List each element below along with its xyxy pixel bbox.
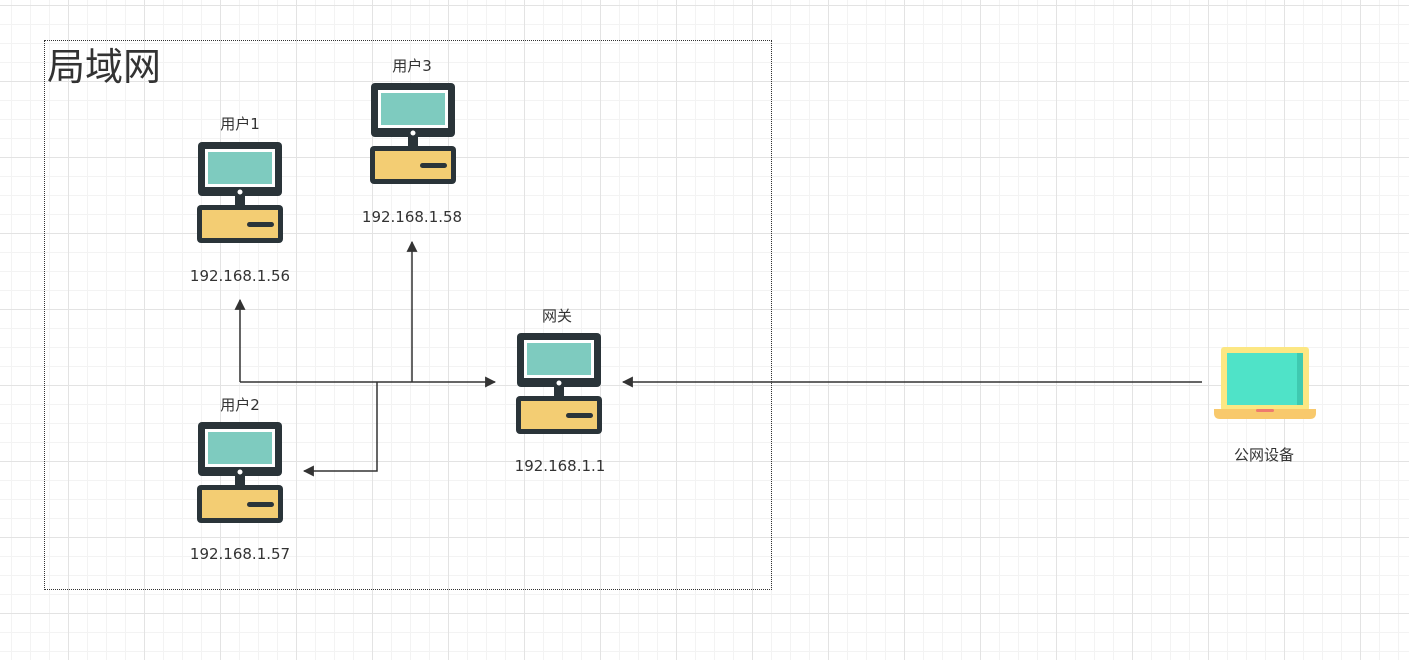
- lan-title: 局域网: [47, 45, 162, 89]
- user2-ip-label: 192.168.1.57: [189, 545, 291, 563]
- connector-to-user2: [302, 382, 378, 477]
- lan-boundary: [44, 40, 772, 590]
- user3-ip-label: 192.168.1.58: [361, 208, 463, 226]
- desktop-computer-icon[interactable]: [196, 140, 284, 248]
- laptop-icon[interactable]: [1213, 346, 1317, 424]
- public-device-label: 公网设备: [1233, 446, 1295, 464]
- user2-name-label: 用户2: [220, 396, 260, 414]
- gateway-ip-label: 192.168.1.1: [514, 457, 606, 475]
- gateway-name-label: 网关: [541, 307, 573, 325]
- desktop-computer-icon[interactable]: [369, 81, 457, 189]
- user3-name-label: 用户3: [392, 57, 432, 75]
- user1-name-label: 用户1: [220, 115, 260, 133]
- desktop-computer-icon[interactable]: [515, 331, 603, 439]
- user1-ip-label: 192.168.1.56: [189, 267, 291, 285]
- desktop-computer-icon[interactable]: [196, 420, 284, 528]
